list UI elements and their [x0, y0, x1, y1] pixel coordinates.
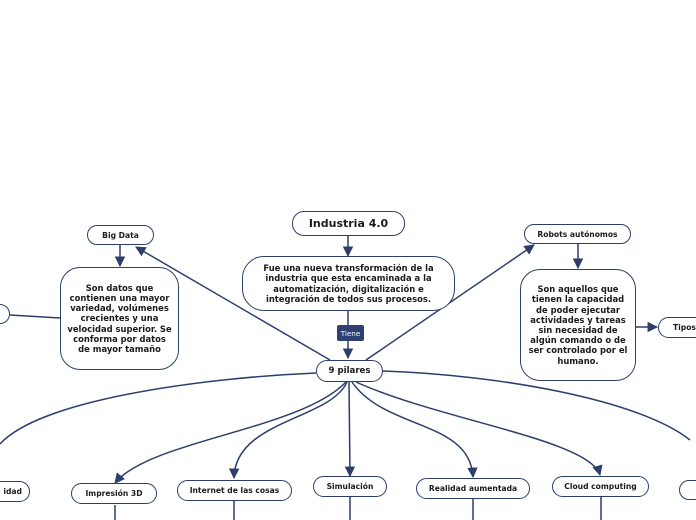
edge-hub-to-pillar-left [0, 372, 317, 445]
edge-hub-to-right [382, 370, 691, 441]
edge-hub-to-bigdata [135, 246, 331, 361]
link-label-tiene: Tiene [337, 325, 364, 341]
robots-description-text: Son aquellos que tienen la capacidad de … [528, 284, 628, 366]
title-label: Industria 4.0 [308, 217, 389, 230]
hub-node-9-pilares[interactable]: 9 pilares [316, 360, 383, 382]
big-data-description-text: Son datos que contienen una mayor varied… [67, 282, 172, 354]
hub-label: 9 pilares [328, 366, 371, 376]
pillar-node-right-offscreen[interactable] [679, 480, 696, 500]
pillar-node-cloud-computing[interactable]: Cloud computing [552, 476, 649, 497]
pillar-label-realidad-aumentada: Realidad aumentada [428, 484, 518, 493]
edge-bigdata-desc-to-left [9, 314, 61, 319]
pillar-node-left[interactable]: idad [0, 481, 30, 502]
pillar-node-realidad-aumentada[interactable]: Realidad aumentada [416, 478, 530, 499]
pillar-label-internet-de-las-cosas: Internet de las cosas [189, 486, 280, 495]
big-data-description-node[interactable]: Son datos que contienen una mayor varied… [60, 267, 179, 370]
edge-hub-to-simulacion [344, 381, 356, 478]
pillar-label-impresion-3d: Impresión 3D [85, 489, 143, 498]
pillar-node-internet-de-las-cosas[interactable]: Internet de las cosas [177, 480, 292, 501]
edge-hub-to-cloud [355, 381, 603, 477]
pillar-node-simulacion[interactable]: Simulación [313, 476, 387, 497]
edge-hub-to-impresion [114, 381, 347, 484]
big-data-label: Big Data [102, 230, 139, 240]
edge-hub-to-realidad [351, 381, 478, 479]
edge-hub-to-iot [228, 381, 348, 480]
link-label-text: Tiene [340, 328, 361, 338]
description-text: Fue una nueva transformación de la indus… [263, 263, 434, 304]
pillar-label-left: idad [3, 487, 22, 496]
robots-description-node[interactable]: Son aquellos que tienen la capacidad de … [520, 269, 636, 381]
big-data-node[interactable]: Big Data [87, 225, 154, 245]
pillar-label-cloud-computing: Cloud computing [564, 482, 637, 491]
robots-node[interactable]: Robots autónomos [524, 224, 631, 244]
title-node[interactable]: Industria 4.0 [292, 211, 405, 236]
pillar-node-impresion-3d[interactable]: Impresión 3D [71, 483, 157, 504]
tipos-node[interactable]: Tipos [658, 317, 696, 338]
description-node[interactable]: Fue una nueva transformación de la indus… [242, 256, 455, 311]
pillar-label-simulacion: Simulación [326, 482, 374, 491]
tipos-label: Tipos [673, 323, 696, 332]
robots-label: Robots autónomos [537, 229, 618, 239]
